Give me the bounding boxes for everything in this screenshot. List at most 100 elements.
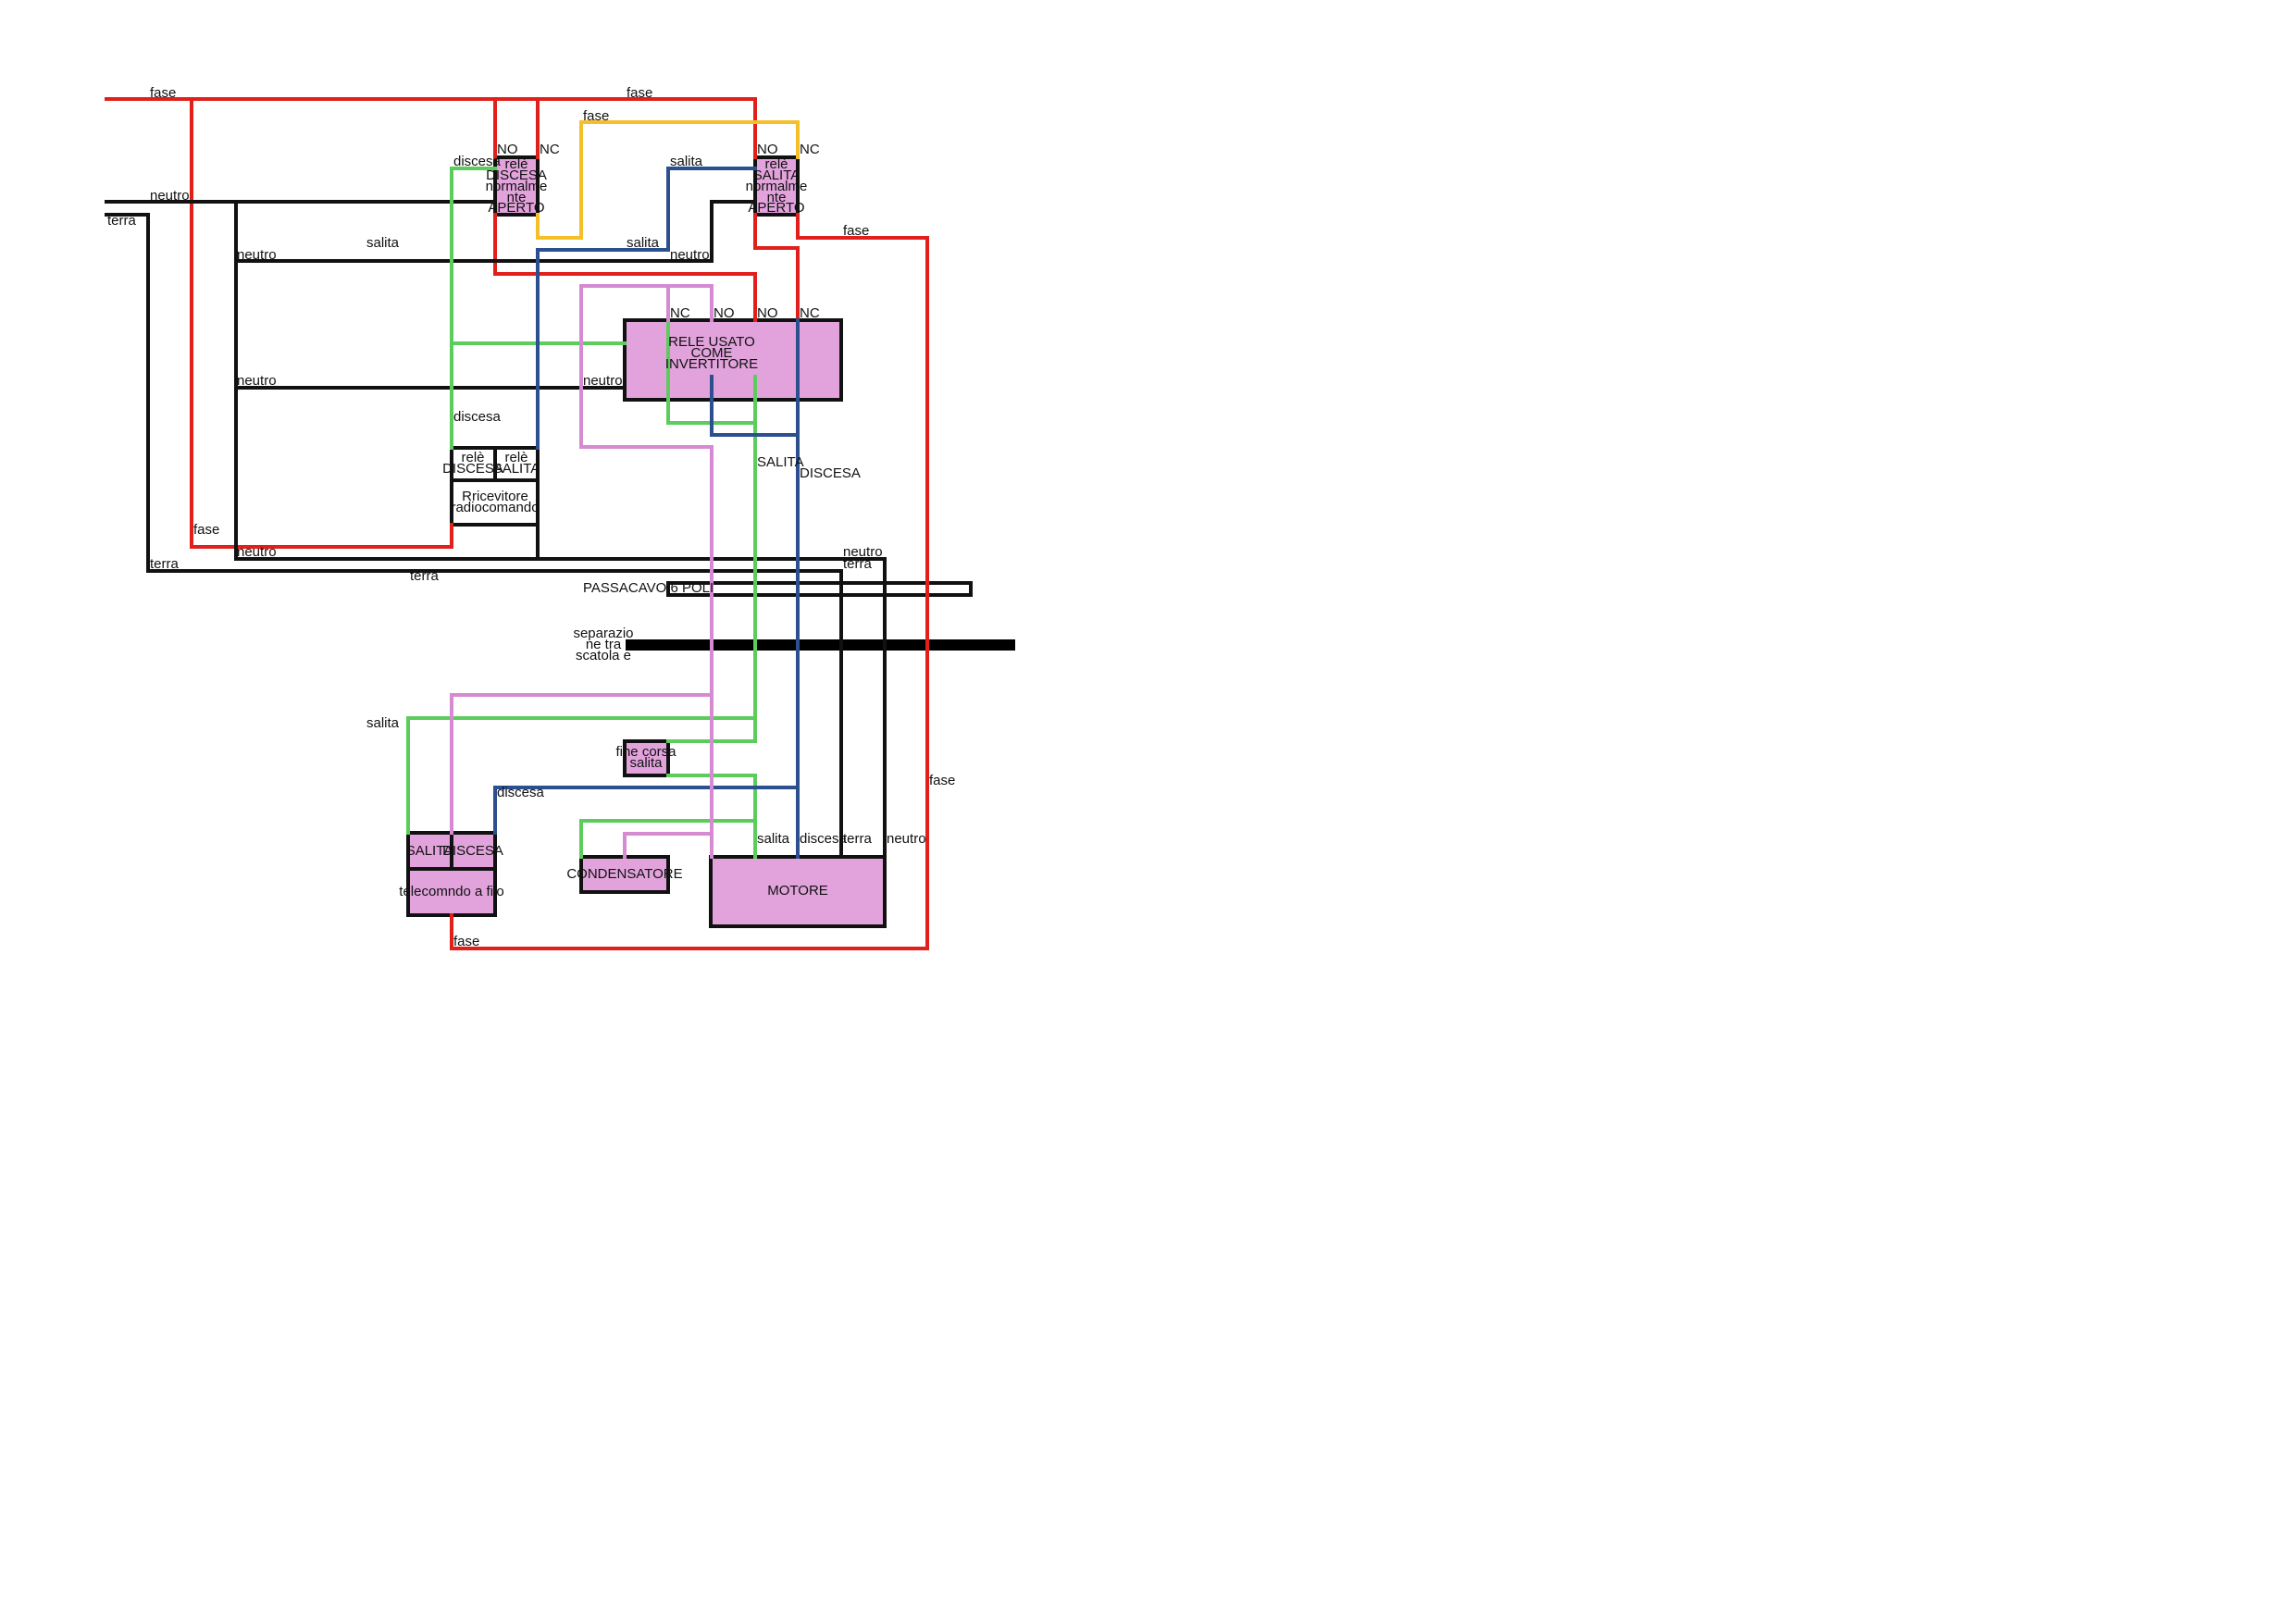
label-salita-motor: salita bbox=[757, 831, 790, 847]
wire-blue-inverter bbox=[710, 375, 800, 437]
contact-labels: NO NC NO NC NC NO NO NC bbox=[497, 142, 820, 321]
label-terra-left: terra bbox=[107, 213, 137, 229]
rele-salita-box bbox=[753, 155, 800, 217]
box-labels: relè DISCESA normalme nte APERTO relè SA… bbox=[399, 156, 827, 899]
receiver-salita-line-2: SALITA bbox=[493, 461, 540, 477]
wire-yellow bbox=[536, 120, 800, 240]
wire-fase-right-long bbox=[450, 213, 929, 950]
inverter-line-1: RELE USATO bbox=[668, 334, 755, 350]
wire-fase-top bbox=[105, 97, 757, 159]
rele-salita-line-2: SALITA bbox=[753, 167, 800, 183]
wire-violet-loop bbox=[579, 284, 714, 859]
passacavo-label: PASSACAVO 6 POLI bbox=[583, 580, 714, 596]
rele-discesa-line-1: relè bbox=[504, 156, 527, 172]
contact-no-inverter-2: NO bbox=[757, 305, 778, 321]
contact-nc-inverter-1: NC bbox=[670, 305, 690, 321]
label-salita-caps: SALITA bbox=[757, 454, 804, 470]
inverter-line-3: INVERTITORE bbox=[665, 356, 758, 372]
label-neutro-mid: neutro bbox=[670, 247, 710, 263]
remote-discesa-box bbox=[450, 831, 497, 871]
separation-bar bbox=[626, 639, 1015, 651]
label-discesa-mid: discesa bbox=[453, 409, 502, 425]
passacavo-box bbox=[666, 581, 973, 597]
wire-blue-remote bbox=[493, 786, 800, 835]
label-fase-right-relay: fase bbox=[843, 223, 869, 239]
wire-violet-no bbox=[666, 284, 714, 322]
rele-discesa-line-2: DISCESA bbox=[486, 167, 547, 183]
inverter-box bbox=[623, 318, 843, 402]
fine-corsa-line-2: salita bbox=[629, 755, 663, 771]
label-discesa-caps: DISCESA bbox=[800, 465, 861, 481]
receiver-main-line-2: radiocomando bbox=[451, 500, 539, 515]
label-salita-bottom-left: salita bbox=[366, 715, 400, 731]
separazione-line-3: scatola e bbox=[576, 648, 631, 663]
rele-salita-line-4: nte bbox=[767, 190, 787, 205]
wire-neutro-trunk bbox=[234, 200, 887, 859]
label-fase-top-left: fase bbox=[150, 85, 176, 101]
label-neutro-motor: neutro bbox=[887, 831, 926, 847]
remote-salita-label: SALITA bbox=[406, 843, 453, 859]
wire-fase-discesa-out bbox=[493, 213, 757, 322]
label-salita-mid: salita bbox=[627, 235, 660, 251]
label-neutro-inner: neutro bbox=[237, 247, 277, 263]
label-fase-bottom: fase bbox=[453, 934, 479, 949]
rele-discesa-line-4: nte bbox=[507, 190, 527, 205]
remote-main-box bbox=[406, 867, 497, 917]
wire-green-inverter-nc bbox=[666, 318, 757, 425]
rele-salita-line-3: normalme bbox=[746, 179, 808, 194]
label-neutro-inverter: neutro bbox=[583, 373, 623, 389]
contact-no-discesa: NO bbox=[497, 142, 518, 157]
wire-green-finecorsa bbox=[666, 774, 757, 859]
fine-corsa-line-1: fine corsa bbox=[615, 744, 676, 760]
contact-no-inverter-1: NO bbox=[714, 305, 735, 321]
label-terra-low: terra bbox=[150, 556, 180, 572]
label-terra-low-mid: terra bbox=[410, 568, 440, 584]
wire-labels: fase fase fase neutro terra discesa sali… bbox=[107, 85, 955, 949]
label-neutro-left: neutro bbox=[150, 188, 190, 204]
receiver-discesa-line-1: relè bbox=[461, 450, 484, 465]
fine-corsa-box bbox=[623, 739, 670, 777]
receiver-salita-line-1: relè bbox=[504, 450, 527, 465]
label-terra-right: terra bbox=[843, 556, 873, 572]
contact-nc-inverter-2: NC bbox=[800, 305, 820, 321]
separazione-line-2: ne tra bbox=[586, 637, 622, 652]
receiver-main-box bbox=[450, 478, 540, 527]
label-neutro-right: neutro bbox=[843, 544, 883, 560]
wire-violet-remote bbox=[450, 693, 714, 835]
label-neutro-left-2: neutro bbox=[237, 373, 277, 389]
label-discesa-motor: discesa bbox=[800, 831, 848, 847]
wire-neutro-relay bbox=[234, 200, 757, 263]
label-fase-right-long: fase bbox=[929, 773, 955, 788]
motore-label: MOTORE bbox=[767, 883, 828, 899]
receiver-main-line-1: Rricevitore bbox=[462, 489, 528, 504]
wire-green-condensatore bbox=[579, 819, 757, 859]
rele-salita-line-1: relè bbox=[764, 156, 788, 172]
wire-green-remote bbox=[406, 716, 757, 835]
contact-nc-discesa: NC bbox=[540, 142, 560, 157]
label-salita-top: salita bbox=[670, 154, 703, 169]
remote-discesa-label: DISCESA bbox=[442, 843, 503, 859]
remote-main-label: telecomndo a filo bbox=[399, 884, 503, 899]
contact-nc-salita: NC bbox=[800, 142, 820, 157]
wire-blue-salita-relay bbox=[536, 167, 757, 450]
wire-fase-left-drop bbox=[190, 97, 453, 549]
rele-discesa-line-3: normalme bbox=[486, 179, 548, 194]
receiver-discesa-line-2: DISCESA bbox=[442, 461, 503, 477]
label-discesa-bottom: discesa bbox=[497, 785, 545, 800]
label-fase-low-left: fase bbox=[193, 522, 219, 538]
rele-salita-line-5: APERTO bbox=[748, 200, 804, 216]
wire-green-discesa-relay bbox=[450, 167, 497, 450]
label-terra-motor: terra bbox=[843, 831, 873, 847]
contact-no-salita: NO bbox=[757, 142, 778, 157]
wires bbox=[105, 97, 929, 950]
separazione-line-1: separazio bbox=[573, 626, 633, 641]
label-discesa-top: discesa bbox=[453, 154, 502, 169]
label-salita-left-mid: salita bbox=[366, 235, 400, 251]
label-neutro-low: neutro bbox=[237, 544, 277, 560]
wire-fase-salita-out bbox=[753, 213, 800, 322]
label-fase-top-mid: fase bbox=[627, 85, 652, 101]
condensatore-label: CONDENSATORE bbox=[566, 866, 682, 882]
label-fase-yellow: fase bbox=[583, 108, 609, 124]
wire-green-salita-down bbox=[666, 375, 757, 743]
